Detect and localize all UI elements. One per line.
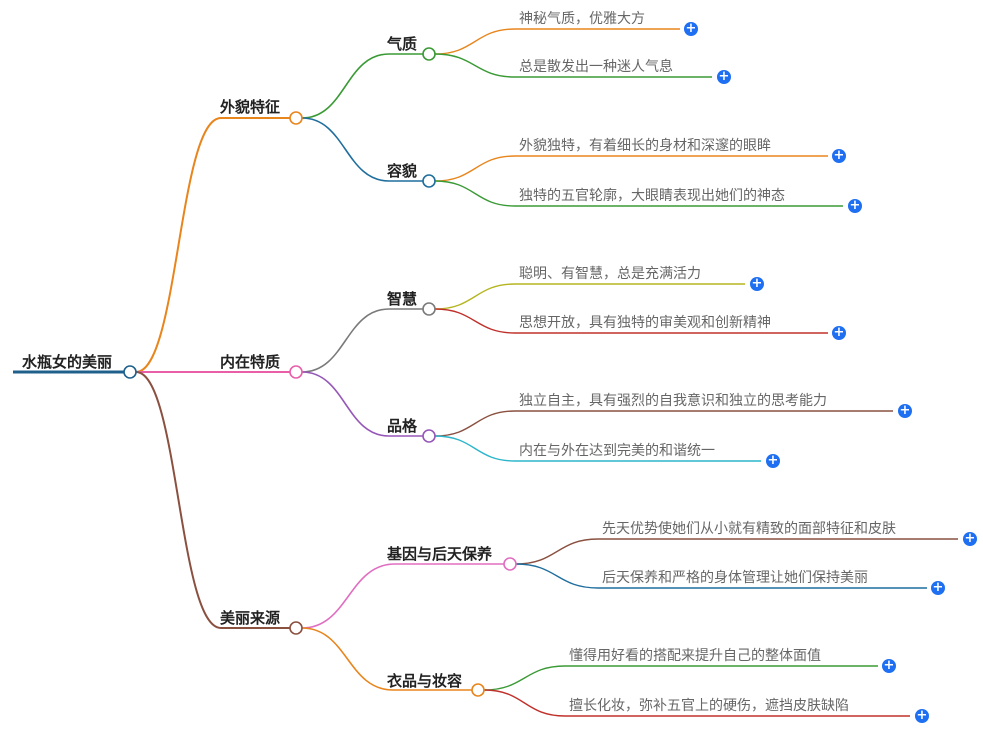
expand-plus-icon[interactable]: +: [848, 198, 862, 213]
sub-connector-3-2: [301, 627, 394, 691]
leaf-connector-3-1-2: [515, 563, 599, 589]
expand-plus-icon[interactable]: +: [717, 69, 731, 84]
sub-connector-2-1: [301, 308, 390, 373]
sub-node-1-2: [422, 174, 436, 188]
expand-plus-icon[interactable]: +: [684, 21, 698, 36]
branch-node-2: [289, 365, 303, 379]
sub-node-1-1: [422, 47, 436, 61]
subtopic-label: 气质: [387, 35, 418, 53]
leaf-label: 独立自主，具有强烈的自我意识和独立的思考能力: [519, 393, 827, 409]
leaf-connector-1-1-2: [434, 53, 516, 78]
leaf-label: 内在与外在达到完美的和谐统一: [519, 443, 715, 459]
subtopic-label: 品格: [387, 417, 418, 435]
expand-plus-icon[interactable]: +: [915, 708, 929, 723]
leaf-label: 总是散发出一种迷人气息: [519, 59, 673, 75]
leaf-connector-1-2-1: [434, 155, 516, 182]
leaf-connector-2-1-1: [434, 283, 516, 310]
branch-connector-3: [135, 371, 222, 629]
root-node: [123, 365, 137, 379]
leaf-label: 外貌独特，有着细长的身材和深邃的眼眸: [519, 138, 771, 154]
sub-connector-3-1: [301, 563, 396, 629]
leaf-connector-2-1-2: [434, 308, 516, 334]
subtopic-label: 智慧: [387, 290, 418, 308]
sub-connector-2-2: [301, 371, 390, 437]
leaf-label: 擅长化妆，弥补五官上的硬伤，遮挡皮肤缺陷: [569, 698, 849, 714]
leaf-label: 神秘气质，优雅大方: [519, 11, 645, 27]
leaf-connector-2-2-1: [434, 410, 516, 437]
branch-connector-1: [135, 117, 222, 373]
leaf-label: 懂得用好看的搭配来提升自己的整体面值: [569, 648, 821, 664]
sub-node-3-1: [503, 557, 517, 571]
sub-connector-1-2: [301, 117, 390, 182]
expand-plus-icon[interactable]: +: [963, 531, 977, 546]
expand-plus-icon[interactable]: +: [898, 403, 912, 418]
leaf-connector-3-2-2: [483, 689, 566, 717]
leaf-label: 思想开放，具有独特的审美观和创新精神: [519, 315, 771, 331]
subtopic-label: 基因与后天保养: [387, 545, 493, 563]
branch-node-3: [289, 621, 303, 635]
sub-node-2-2: [422, 429, 436, 443]
subtopic-label: 容貌: [387, 162, 418, 180]
leaf-connector-3-1-1: [515, 538, 599, 565]
branch-node-1: [289, 111, 303, 125]
expand-plus-icon[interactable]: +: [882, 658, 896, 673]
root-topic-label: 水瓶女的美丽: [22, 353, 113, 371]
branch-label: 外貌特征: [220, 98, 281, 116]
leaf-connector-1-2-2: [434, 180, 516, 207]
expand-plus-icon[interactable]: +: [931, 580, 945, 595]
leaf-label: 后天保养和严格的身体管理让她们保持美丽: [602, 570, 868, 586]
leaf-label: 聪明、有智慧，总是充满活力: [519, 266, 701, 282]
leaf-connector-2-2-2: [434, 435, 516, 462]
sub-connector-1-1: [301, 53, 390, 119]
leaf-label: 独特的五官轮廓，大眼睛表现出她们的神态: [519, 188, 785, 204]
leaf-connector-1-1-1: [434, 28, 516, 55]
sub-node-3-2: [471, 683, 485, 697]
subtopic-label: 衣品与妆容: [387, 672, 463, 690]
expand-plus-icon[interactable]: +: [832, 148, 846, 163]
leaf-label: 先天优势使她们从小就有精致的面部特征和皮肤: [602, 521, 896, 537]
branch-label: 美丽来源: [220, 609, 281, 627]
expand-plus-icon[interactable]: +: [832, 325, 846, 340]
leaf-connector-3-2-1: [483, 665, 566, 691]
expand-plus-icon[interactable]: +: [750, 276, 764, 291]
branch-label: 内在特质: [220, 353, 281, 371]
sub-node-2-1: [422, 302, 436, 316]
expand-plus-icon[interactable]: +: [766, 453, 780, 468]
